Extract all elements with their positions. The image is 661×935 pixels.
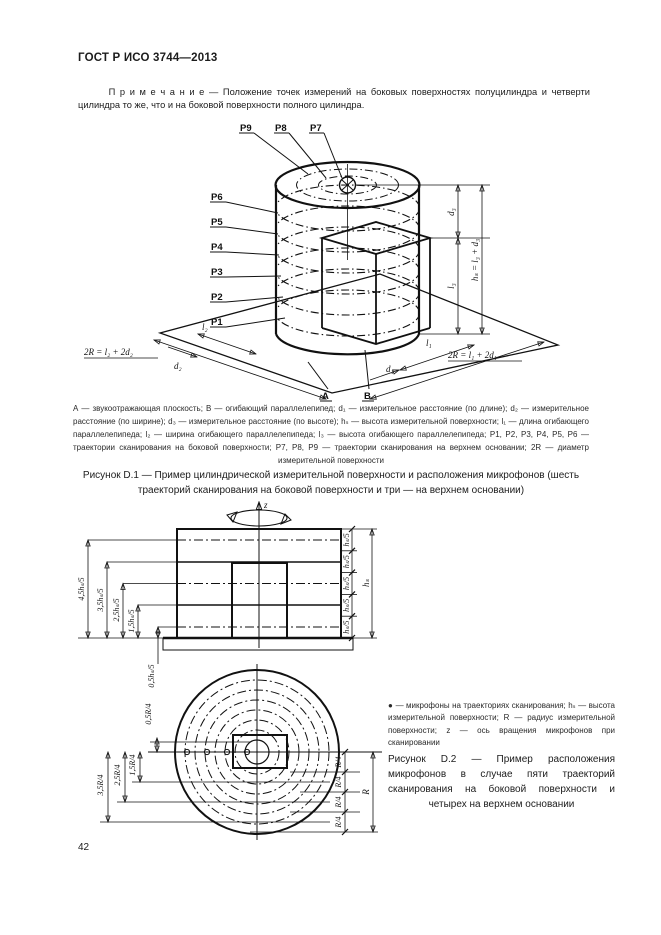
label-l2: l₂ bbox=[202, 322, 208, 332]
microphone-positions bbox=[183, 748, 251, 756]
label-r4-4: R/4 bbox=[334, 816, 343, 828]
left-radius-dimensions: 3,5R/4 2,5R/4 1,5R/4 0,5R/4 bbox=[96, 703, 330, 822]
figure-d2-caption: Рисунок D.2 — Пример расположения микроф… bbox=[388, 754, 615, 810]
label-z-axis: z bbox=[263, 500, 268, 510]
figure-d2-top-view: 3,5R/4 2,5R/4 1,5R/4 0,5R/4 R/4 R/4 R/4 … bbox=[96, 664, 382, 840]
label-seg-2: hₛ/5 bbox=[342, 555, 351, 568]
label-d1: d₁ bbox=[386, 364, 394, 374]
label-radius-05: 0,5R/4 bbox=[144, 703, 153, 724]
label-a: A bbox=[322, 391, 329, 402]
scan-height-lines bbox=[177, 539, 341, 628]
label-p1: P1 bbox=[211, 317, 223, 328]
label-height-35: 3,5hₛ/5 bbox=[96, 588, 105, 612]
label-p2: P2 bbox=[211, 292, 223, 303]
figure-d1-legend: А — звукоотражающая плоскость; В — огиба… bbox=[73, 404, 589, 465]
label-radius-15: 1,5R/4 bbox=[128, 754, 137, 775]
label-l1: l₁ bbox=[426, 338, 432, 348]
label-r4-2: R/4 bbox=[334, 776, 343, 788]
label-b: B bbox=[364, 391, 371, 402]
note-label: П р и м е ч а н и е bbox=[108, 87, 205, 97]
plane-and-box-callouts: A B bbox=[307, 349, 374, 402]
note-text: — Положение точек измерений на боковых п… bbox=[78, 87, 590, 110]
label-p7: P7 bbox=[310, 123, 322, 134]
label-r4-1: R/4 bbox=[334, 756, 343, 768]
note-paragraph: П р и м е ч а н и е — Положение точек из… bbox=[78, 86, 590, 112]
right-radius-chain: R/4 R/4 R/4 R/4 R bbox=[250, 748, 378, 836]
page-number: 42 bbox=[78, 842, 90, 853]
label-height-05: 0,5hₛ/5 bbox=[147, 664, 156, 687]
source-parallelepiped bbox=[318, 221, 434, 345]
label-p5: P5 bbox=[211, 217, 223, 228]
label-p9: P9 bbox=[240, 123, 252, 134]
label-p8: P8 bbox=[275, 123, 287, 134]
figure-d1-caption: Рисунок D.1 — Пример цилиндрической изме… bbox=[82, 470, 580, 496]
label-height-15: 1,5hₛ/5 bbox=[127, 609, 136, 632]
label-height-25: 2,5hₛ/5 bbox=[112, 598, 121, 621]
diameter-dimensions: 2R = l₂ + 2d₂ l₂ d₂ l₁ d₁ 2R = l₁ + 2d₁ bbox=[84, 322, 544, 399]
right-height-chain: hₛ/5 hₛ/5 hₛ/5 hₛ/5 hₛ/5 hₛ bbox=[341, 525, 377, 642]
label-hs-formula: hₛ = l₃ + d₃ bbox=[470, 239, 480, 281]
label-hs-total: hₛ bbox=[361, 578, 371, 587]
label-radius-35: 3,5R/4 bbox=[96, 774, 105, 796]
label-2r-right: 2R = l₁ + 2d₁ bbox=[448, 350, 497, 360]
height-dimensions: d₃ l₃ hₛ = l₃ + d₃ bbox=[356, 185, 490, 334]
label-height-45: 4,5hₛ/5 bbox=[77, 577, 86, 600]
label-p4: P4 bbox=[211, 242, 223, 253]
left-height-dimensions: 4,5hₛ/5 3,5hₛ/5 2,5hₛ/5 1,5hₛ/5 0,5hₛ/5 bbox=[77, 540, 177, 688]
rotation-axis: z bbox=[226, 500, 292, 648]
trajectory-labels: P9 P8 P7 P6 P5 P4 P3 P2 P1 bbox=[210, 123, 343, 328]
center-lines bbox=[148, 664, 382, 840]
figure-d1-drawing: P9 P8 P7 P6 P5 P4 P3 P2 P1 bbox=[84, 123, 561, 402]
label-seg-3: hₛ/5 bbox=[342, 577, 351, 590]
source-box-top-view bbox=[232, 734, 288, 769]
figure-d2-side-view: z 4,5hₛ/5 3,5hₛ/5 bbox=[77, 500, 377, 688]
label-r4-3: R/4 bbox=[334, 796, 343, 808]
label-seg-5: hₛ/5 bbox=[342, 620, 351, 633]
page-header: ГОСТ Р ИСО 3744—2013 bbox=[78, 52, 218, 64]
label-p3: P3 bbox=[211, 267, 223, 278]
label-l3: l₃ bbox=[446, 283, 456, 289]
label-d3: d₃ bbox=[446, 208, 456, 216]
label-p6: P6 bbox=[211, 192, 223, 203]
label-r-total: R bbox=[361, 789, 371, 796]
label-d2: d₂ bbox=[174, 361, 182, 371]
ground-plane bbox=[78, 636, 354, 651]
label-seg-4: hₛ/5 bbox=[342, 599, 351, 612]
label-2r-left: 2R = l₂ + 2d₂ bbox=[84, 347, 133, 357]
label-radius-25: 2,5R/4 bbox=[113, 764, 122, 785]
figure-d2-legend: ● — микрофоны на траекториях сканировани… bbox=[388, 701, 615, 748]
label-seg-1: hₛ/5 bbox=[342, 533, 351, 546]
